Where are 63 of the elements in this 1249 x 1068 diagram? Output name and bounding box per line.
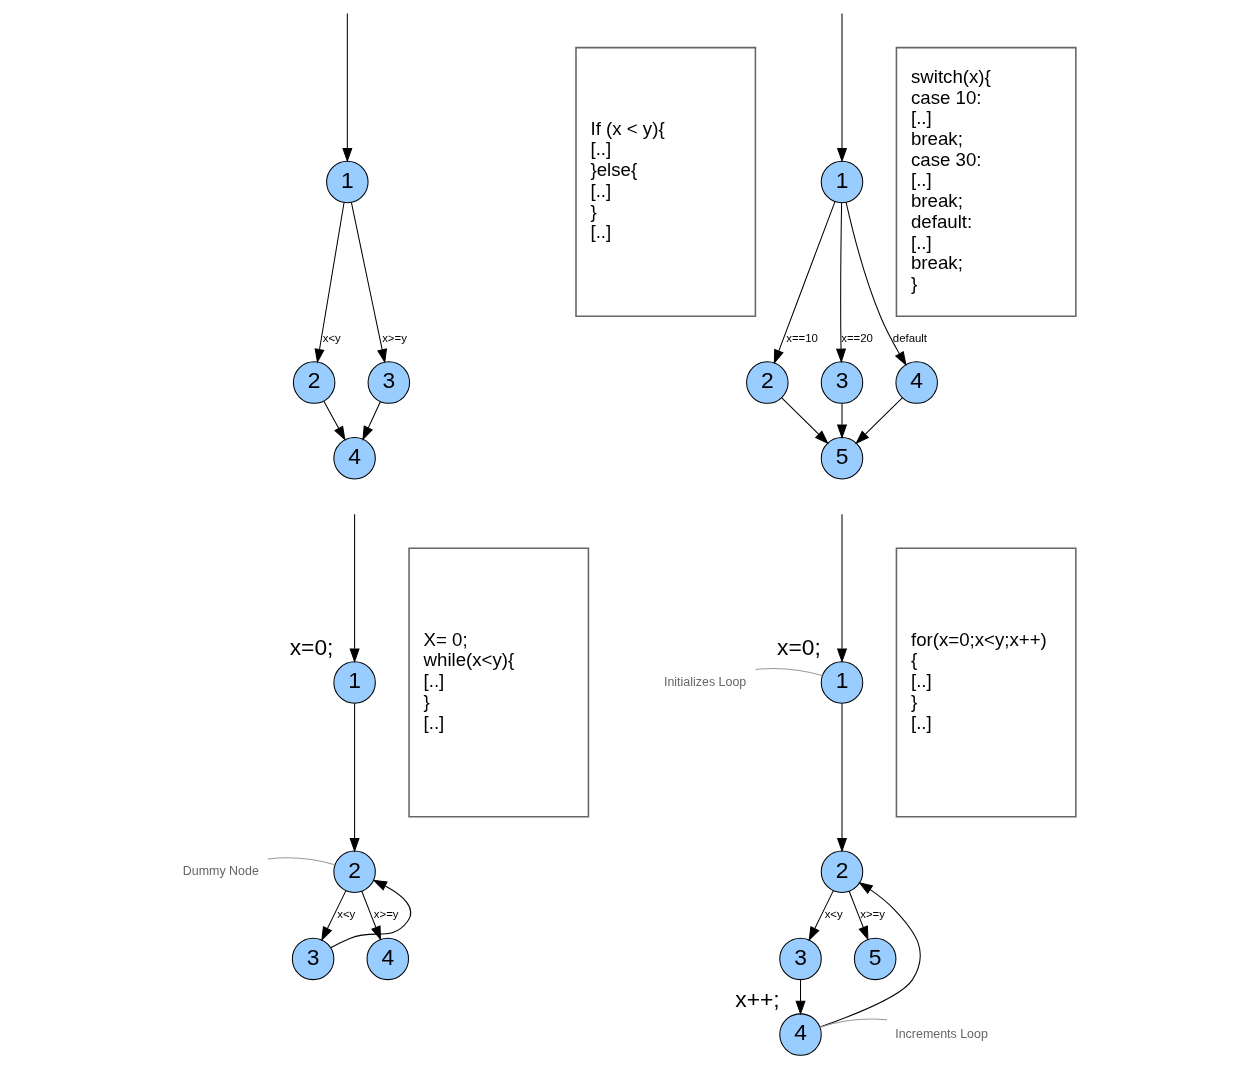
arrow	[314, 202, 345, 364]
arrow	[360, 890, 381, 941]
connector	[819, 1018, 887, 1028]
node-box: X= 0; while(x<y){ [..] } [..]	[407, 547, 589, 818]
arrow	[320, 890, 346, 942]
node-text: Increments Loop	[894, 1026, 988, 1041]
node-text: Initializes Loop	[663, 674, 746, 689]
arrow	[836, 513, 847, 664]
node-box: switch(x){ case 10: [..] break; case 30: [..] break; default: [..] break; }	[895, 46, 1077, 317]
node-circle: 1	[820, 160, 863, 204]
node-circle: 1	[325, 160, 369, 204]
arrow	[349, 703, 360, 853]
arrow	[780, 397, 829, 445]
connector	[754, 668, 823, 677]
edge-label: default	[892, 331, 927, 344]
edge-label: x>=y	[381, 331, 407, 344]
arrow	[835, 202, 846, 364]
node-label: x=0;	[776, 634, 821, 661]
node-text: Dummy Node	[182, 864, 259, 878]
arrow	[808, 890, 834, 942]
node-circle: 5	[853, 937, 896, 981]
node-circle: 3	[367, 361, 410, 404]
connector	[266, 857, 335, 866]
arrow	[329, 879, 411, 949]
arrow	[836, 402, 847, 440]
node-circle: 3	[291, 937, 334, 981]
node-circle: 4	[332, 437, 376, 480]
node-box: for(x=0;x<y;x++) { [..] } [..]	[895, 547, 1077, 818]
arrow	[845, 201, 907, 366]
node-circle: 1	[820, 661, 863, 704]
node-circle: 4	[894, 361, 938, 404]
arrow	[854, 397, 903, 445]
edge-label: x==20	[840, 331, 873, 344]
arrow	[350, 201, 387, 364]
arrow	[794, 979, 806, 1016]
arrow	[349, 513, 360, 664]
arrow	[836, 13, 847, 163]
node-circle: 1	[332, 661, 376, 704]
edge-label: x<y	[336, 908, 355, 921]
arrow	[322, 400, 346, 441]
node-circle: 3	[820, 361, 863, 404]
node-label: x++;	[734, 986, 780, 1013]
node-circle: 4	[778, 1013, 822, 1056]
edge-label: x>=y	[859, 908, 885, 921]
edge-label: x<y	[322, 331, 341, 344]
node-label: x=0;	[289, 634, 333, 661]
node-circle: 2	[745, 361, 789, 404]
node-circle: 4	[366, 937, 409, 981]
edge-label: x>=y	[373, 908, 399, 921]
node-circle: 5	[820, 437, 863, 480]
arrow	[848, 890, 868, 941]
node-circle: 2	[820, 850, 863, 894]
arrow	[836, 703, 847, 853]
arrow	[819, 881, 921, 1028]
arrow	[341, 13, 352, 163]
edge-label: x<y	[824, 908, 843, 921]
arrow	[773, 201, 835, 365]
arrow	[361, 401, 381, 441]
node-circle: 2	[292, 361, 335, 404]
node-box: If (x < y){ [..] }else{ [..] } [..]	[574, 46, 756, 317]
node-circle: 3	[778, 937, 822, 981]
node-circle: 2	[332, 850, 376, 894]
edge-label: x==10	[785, 331, 818, 344]
